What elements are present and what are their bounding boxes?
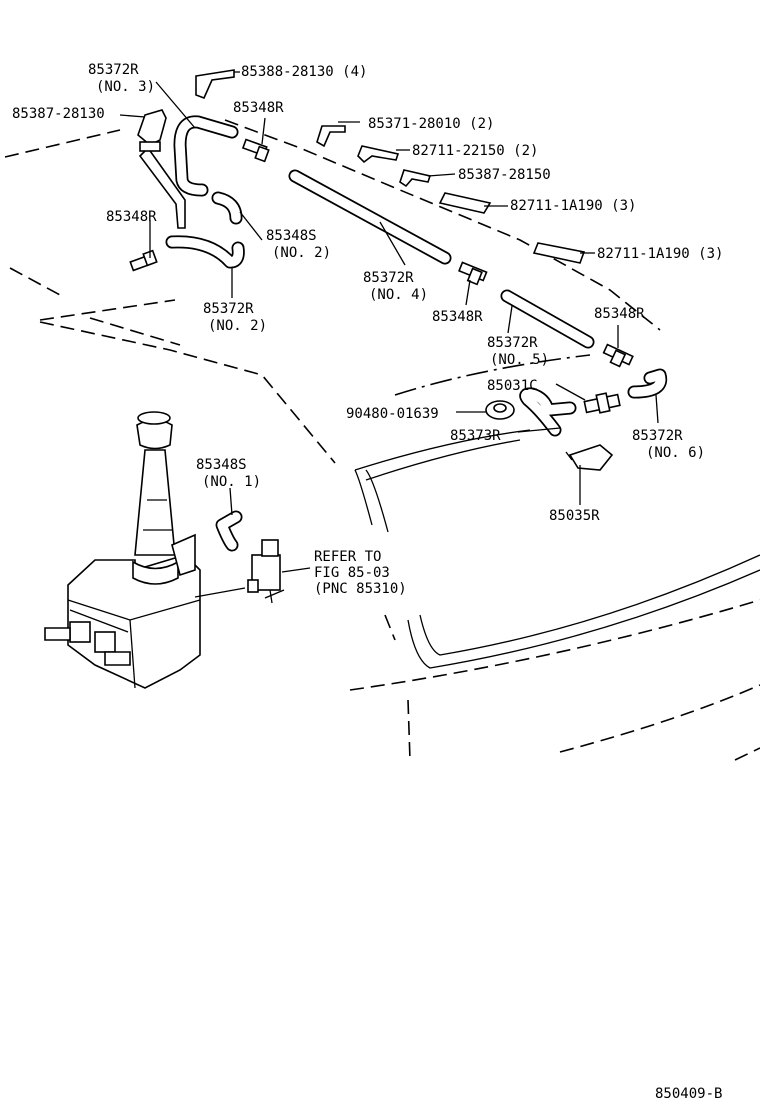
label-85035r: 85035R [549, 508, 600, 524]
hose-85372r-no3 [173, 115, 239, 197]
hose-85372r-no6 [627, 368, 668, 399]
leader-lines [119, 71, 659, 573]
label-85348s-no2-sub: (NO. 2) [272, 245, 331, 261]
label-85387-28130: 85387-28130 [12, 106, 105, 122]
label-85372r-no3: 85372R [88, 62, 139, 78]
label-85348r-left: 85348R [106, 209, 157, 225]
label-85348r-right: 85348R [594, 306, 645, 322]
nozzle-85035r [565, 444, 614, 471]
label-90480-01639: 90480-01639 [346, 406, 439, 422]
label-85373r: 85373R [450, 428, 501, 444]
label-85388-28130: 85388-28130 (4) [241, 64, 367, 80]
label-85372r-no6: 85372R [632, 428, 683, 444]
label-82711-22150: 82711-22150 (2) [412, 143, 538, 159]
bracket-85387-28130 [137, 109, 186, 229]
label-85372r-no5-sub: (NO. 5) [490, 352, 549, 368]
clamp-85388 [195, 69, 235, 100]
hose-85372r-no2 [165, 235, 245, 269]
label-85372r-no2: 85372R [203, 301, 254, 317]
label-85372r-no3-sub: (NO. 3) [96, 79, 155, 95]
label-85371-28010: 85371-28010 (2) [368, 116, 494, 132]
label-85372r-no2-sub: (NO. 2) [208, 318, 267, 334]
label-82711-1a190-b: 82711-1A190 (3) [597, 246, 723, 262]
clip-82711-1a190-a [438, 192, 492, 214]
label-82711-1a190-a: 82711-1A190 (3) [510, 198, 636, 214]
label-85348r-top: 85348R [233, 100, 284, 116]
grommet-90480 [485, 400, 515, 420]
label-85031c: 85031C [487, 378, 538, 394]
clamp-82711-22150 [357, 145, 400, 164]
label-85348r-mid: 85348R [432, 309, 483, 325]
refer-to-line1: REFER TO [314, 549, 381, 565]
hose-85372r-no4 [288, 169, 452, 265]
clamp-85371 [316, 125, 346, 148]
washer-pump [247, 539, 285, 604]
label-85372r-no5: 85372R [487, 335, 538, 351]
hose-85348s-no1 [215, 510, 243, 552]
connector-85348r-top [241, 138, 270, 163]
vehicle-body-outline [4, 119, 760, 761]
joint-85348s-no2 [211, 191, 243, 225]
washer-tank [44, 411, 246, 689]
refer-to-line3: (PNC 85310) [314, 581, 407, 597]
label-85348s-no2: 85348S [266, 228, 317, 244]
label-85348s-no1-sub: (NO. 1) [202, 474, 261, 490]
label-85372r-no6-sub: (NO. 6) [646, 445, 705, 461]
clip-82711-1a190-b [532, 242, 586, 264]
connector-85348r-left [129, 249, 158, 272]
label-85348s-no1: 85348S [196, 457, 247, 473]
figure-id: 850409-B [655, 1086, 722, 1102]
hose-85372r-no5 [500, 289, 595, 349]
connector-85348r-right [602, 343, 634, 368]
part-labels: 85372R (NO. 3) 85388-28130 (4) 85387-281… [12, 62, 723, 1102]
connector-85348r-mid [458, 261, 488, 286]
check-valve-85031c [583, 392, 621, 414]
refer-to-line2: FIG 85-03 [314, 565, 390, 581]
label-85372r-no4-sub: (NO. 4) [369, 287, 428, 303]
label-85372r-no4: 85372R [363, 270, 414, 286]
clamp-85387-28150 [399, 169, 432, 188]
label-85387-28150: 85387-28150 [458, 167, 551, 183]
hose-85373r [519, 387, 577, 437]
